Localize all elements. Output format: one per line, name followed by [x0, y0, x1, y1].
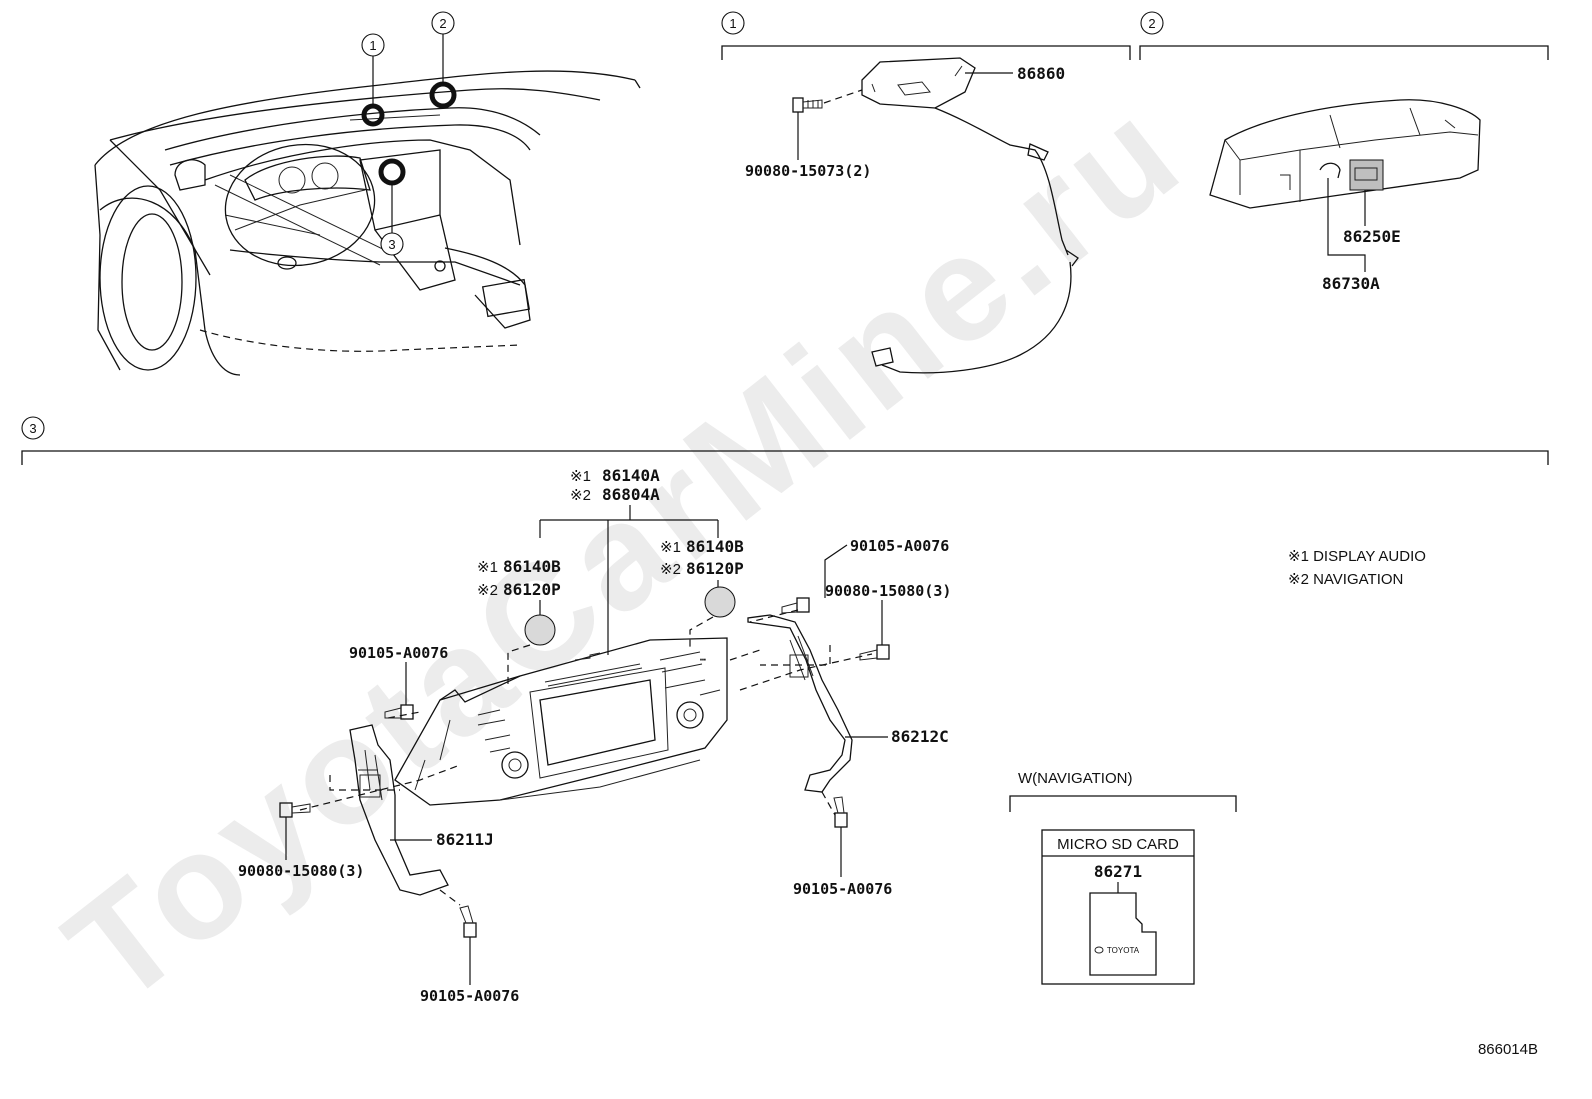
section-2: 2 86250E 86730A [1139, 11, 1549, 293]
part-86730A: 86730A [1322, 274, 1380, 293]
sd-card-brand: TOYOTA [1107, 946, 1140, 955]
part-86250E: 86250E [1343, 227, 1401, 246]
micro-sd-card-title: MICRO SD CARD [1057, 836, 1179, 853]
part-86140B-right: 86140B [686, 537, 744, 556]
part-90105-A0076-top-right: 90105-A0076 [850, 537, 949, 555]
part-86140B-left: 86140B [503, 557, 561, 576]
svg-text:※2: ※2 [477, 582, 498, 599]
svg-text:1: 1 [369, 38, 376, 53]
overview-marker-3: 3 [380, 232, 404, 256]
screw-icon [859, 644, 890, 661]
part-90080-15080-left: 90080-15080(3) [238, 862, 364, 880]
bracket-right [747, 614, 853, 793]
svg-text:※1: ※1 [477, 559, 498, 576]
svg-text:※1: ※1 [660, 539, 681, 556]
svg-text:3: 3 [388, 237, 395, 252]
section-3-marker [21, 416, 45, 440]
navigation-header: W(NAVIGATION) [1018, 770, 1132, 787]
micro-sd-card-box [1041, 829, 1195, 985]
svg-text:2: 2 [1148, 16, 1155, 31]
section-3-bracket [21, 450, 1549, 465]
part-86120P-right: 86120P [686, 559, 744, 578]
hotspot-antenna [361, 103, 385, 127]
bracket-left [349, 724, 449, 896]
part-90105-A0076-bottom-right: 90105-A0076 [793, 880, 892, 898]
part-86211J: 86211J [436, 830, 494, 849]
note-display-audio: ※1 DISPLAY AUDIO [1288, 548, 1426, 565]
hotspot-overhead [429, 81, 457, 109]
part-86804A: 86804A [602, 485, 660, 504]
knob-left [524, 614, 556, 646]
section-2-bracket [1139, 45, 1549, 60]
watermark: ToyotaCarMine.ru [36, 66, 1211, 1036]
navigation-option: W(NAVIGATION) MICRO SD CARD 86271 TOYOTA [1009, 770, 1237, 985]
part-86140A: 86140A [602, 466, 660, 485]
dashboard-overview: 1 2 3 [94, 11, 641, 376]
main-unit-mark-1: ※1 [570, 468, 591, 485]
part-86271: 86271 [1094, 862, 1142, 881]
bolt-icon [781, 597, 810, 614]
svg-text:2: 2 [439, 16, 446, 31]
audio-head-unit: ... [394, 637, 728, 806]
part-86212C: 86212C [891, 727, 949, 746]
part-90105-A0076-bottom-left: 90105-A0076 [420, 987, 519, 1005]
part-90080-15080-right: 90080-15080(3) [825, 582, 951, 600]
section-3: 3 ※1 86140A ※2 86804A ※1 86140B ※2 86120… [21, 416, 1549, 1005]
bolt-icon [833, 796, 848, 828]
svg-text:3: 3 [29, 421, 36, 436]
svg-text:1: 1 [729, 16, 736, 31]
svg-text:※2: ※2 [660, 561, 681, 578]
bolt-icon [459, 905, 477, 938]
part-86120P-left: 86120P [503, 580, 561, 599]
section-1-bracket [721, 45, 1131, 60]
svg-text:...: ... [700, 655, 706, 662]
overview-marker-1: 1 [361, 33, 385, 57]
part-90080-15073: 90080-15073(2) [745, 162, 871, 180]
main-unit-mark-2: ※2 [570, 487, 591, 504]
section-2-marker [1140, 11, 1164, 35]
diagram-code: 866014B [1478, 1041, 1538, 1058]
part-86860: 86860 [1017, 64, 1065, 83]
legend-notes: ※1 DISPLAY AUDIO ※2 NAVIGATION [1288, 548, 1426, 588]
bolt-icon [384, 704, 414, 720]
section-1-marker [721, 11, 745, 35]
hotspot-audio [378, 158, 406, 186]
section-1: 1 86860 90080-15073(2) [721, 11, 1131, 374]
knob-right [704, 586, 736, 618]
overview-marker-2: 2 [431, 11, 455, 35]
sd-card-icon: TOYOTA [1089, 892, 1157, 976]
part-90105-A0076-top-left: 90105-A0076 [349, 644, 448, 662]
screw-icon [792, 97, 823, 113]
note-navigation: ※2 NAVIGATION [1288, 571, 1403, 588]
